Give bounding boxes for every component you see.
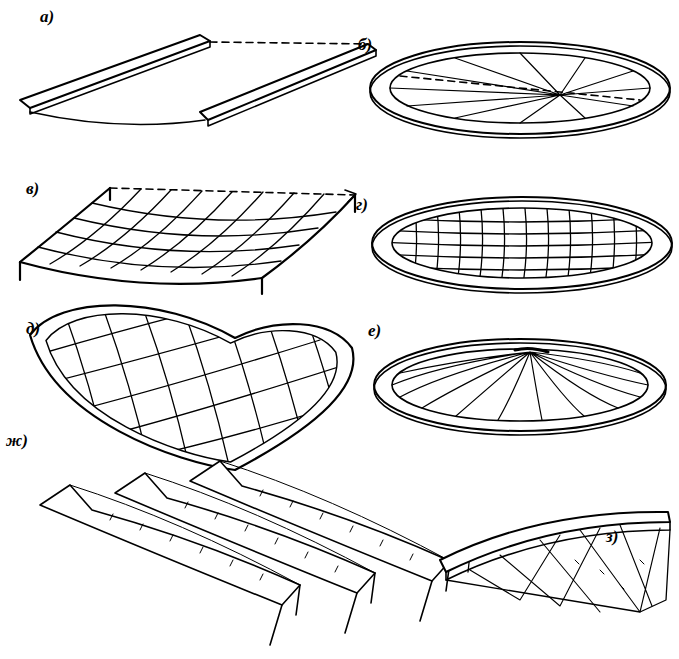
- figure-letter: е): [368, 322, 381, 339]
- figure-v: [20, 188, 356, 294]
- figure-letter: в): [26, 180, 39, 197]
- figure-z: [440, 512, 670, 612]
- figure-zh: [40, 461, 470, 645]
- figure-a: [20, 35, 376, 126]
- figure-letter: ж): [6, 432, 28, 449]
- figure-letter: з): [606, 528, 618, 545]
- figure-g: [372, 197, 672, 293]
- figure-letter: г): [356, 196, 368, 213]
- figure-letter: д): [26, 320, 40, 337]
- figure-d: [20, 300, 370, 480]
- figure-letter: б): [358, 36, 372, 53]
- figure-e: [374, 339, 666, 435]
- figure-letter: а): [40, 8, 54, 25]
- figure-b: [370, 42, 670, 138]
